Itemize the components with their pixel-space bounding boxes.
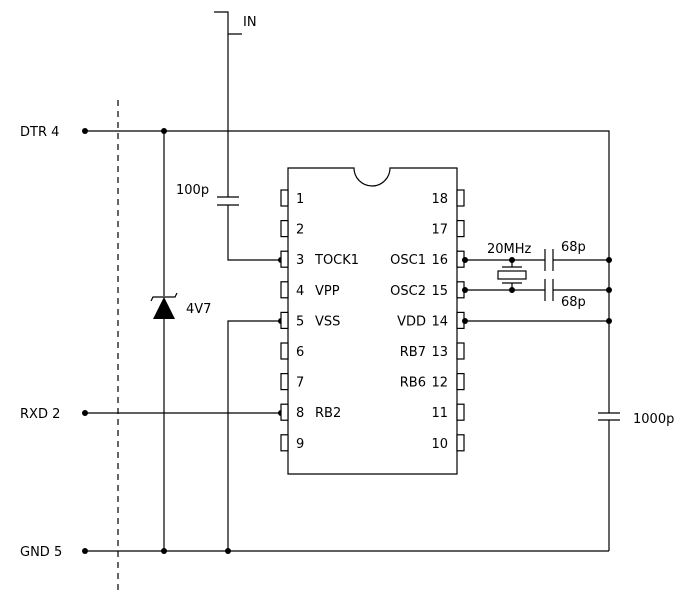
- ic-pin-left-4: [280, 281, 289, 299]
- ic-pin-number-1: 1: [296, 192, 304, 207]
- zener-bar: [150, 292, 178, 302]
- ic-pin-number-4: 4: [296, 284, 304, 299]
- ic-pin-name-12: RB6: [400, 376, 426, 391]
- ic-pin-right-12: [456, 373, 465, 391]
- c-bulk-label: 1000p: [633, 412, 674, 427]
- in-wire-to-pin3: [227, 205, 281, 261]
- ic-pin-number-8: 8: [296, 406, 304, 421]
- port-dtr-label: DTR 4: [20, 125, 59, 140]
- ic-pin-name-13: RB7: [400, 345, 426, 360]
- c-osc2-label: 68p: [561, 295, 586, 310]
- zener-label: 4V7: [186, 302, 211, 317]
- ic-pin-number-2: 2: [296, 223, 304, 238]
- ic-pin-left-9: [280, 434, 289, 452]
- ic-pin-name-3: TOCK1: [314, 253, 359, 268]
- ic-pin-number-6: 6: [296, 345, 304, 360]
- ic-pin-number-3: 3: [296, 253, 304, 268]
- ic-pin-right-13: [456, 342, 465, 360]
- ic-pin-left-5: [280, 311, 289, 329]
- in-label: IN: [243, 15, 257, 30]
- ic-pin-name-5: VSS: [315, 314, 340, 329]
- ic-pin-left-2: [280, 220, 289, 238]
- ic-pin-name-15: OSC2: [390, 284, 426, 299]
- c-in-label: 100p: [176, 183, 209, 198]
- ic-pin-right-18: [456, 189, 465, 207]
- ic-pin-number-11: 11: [431, 406, 448, 421]
- port-rxd-label: RXD 2: [20, 407, 60, 422]
- in-flag-symbol: [214, 11, 242, 35]
- ic-pin-name-4: VPP: [315, 284, 340, 299]
- osc1-pin-junction: [462, 257, 468, 263]
- osc2-pin-junction: [462, 287, 468, 293]
- ic-pin-number-18: 18: [431, 192, 448, 207]
- ic-pin-number-5: 5: [296, 314, 304, 329]
- crystal-symbol: [497, 270, 527, 280]
- ic-pin-number-12: 12: [431, 376, 448, 391]
- ic-pin-left-3: [280, 250, 289, 268]
- c-bulk-gap: [603, 413, 615, 420]
- crystal-label: 20MHz: [487, 242, 532, 257]
- ic-pin-left-1: [280, 189, 289, 207]
- ic-pin-left-8: [280, 403, 289, 421]
- ic-pin-number-15: 15: [431, 284, 448, 299]
- right-rail-junction-1: [606, 257, 612, 263]
- ic-pin-name-14: VDD: [397, 314, 426, 329]
- ic-pin-number-7: 7: [296, 376, 304, 391]
- right-rail-junction-2: [606, 287, 612, 293]
- port-gnd-label: GND 5: [20, 545, 62, 560]
- zener-diode-symbol: [153, 297, 175, 319]
- ic-pin-right-10: [456, 434, 465, 452]
- ic-pin-number-13: 13: [431, 345, 448, 360]
- ic-pin-number-17: 17: [431, 223, 448, 238]
- ic-pin-number-16: 16: [431, 253, 448, 268]
- ic-pin-left-7: [280, 373, 289, 391]
- ic-pin-right-11: [456, 403, 465, 421]
- ic-pin-left-6: [280, 342, 289, 360]
- ic-body: [287, 167, 458, 475]
- ic-pin-number-9: 9: [296, 437, 304, 452]
- ic-pin-right-17: [456, 220, 465, 238]
- dtr-rail-wire: [85, 130, 610, 551]
- right-rail-junction-3: [606, 318, 612, 324]
- vss-wire: [227, 320, 281, 551]
- vdd-pin-junction: [462, 318, 468, 324]
- c-osc1-label: 68p: [561, 240, 586, 255]
- ic-pin-name-16: OSC1: [390, 253, 426, 268]
- ic-pin-number-14: 14: [431, 314, 448, 329]
- ic-pin-name-8: RB2: [315, 406, 341, 421]
- ic-pin-number-10: 10: [431, 437, 448, 452]
